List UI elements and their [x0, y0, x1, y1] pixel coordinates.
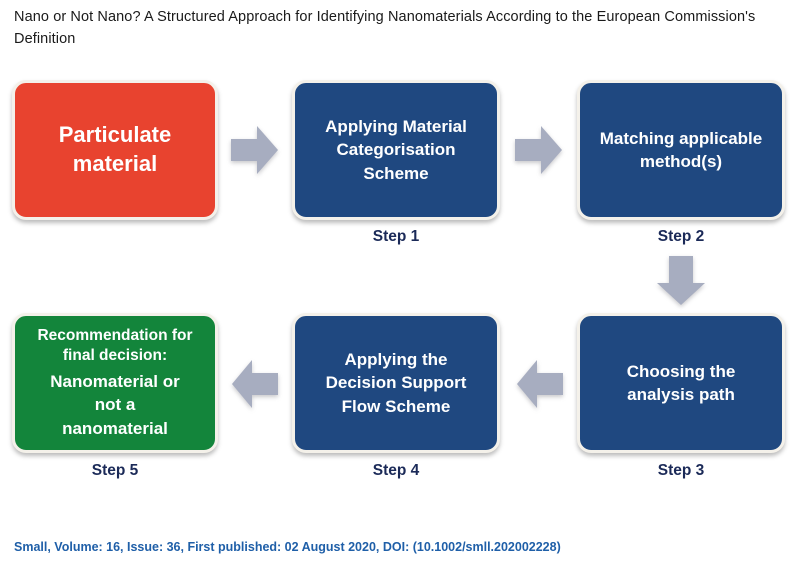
node-step1-line-3: Scheme	[363, 163, 429, 183]
node-step5-small-line-1: Recommendation for	[37, 326, 193, 344]
node-particulate-material: Particulate material	[12, 80, 218, 220]
figure-citation: Small, Volume: 16, Issue: 36, First publ…	[14, 540, 561, 554]
node-step1-line-2: Categorisation	[336, 140, 456, 160]
node-particulate-line-2: material	[72, 151, 158, 176]
node-step2: Matching applicable method(s)	[577, 80, 785, 220]
node-step5-large-line-1: Nanomaterial or	[50, 371, 180, 391]
arrow-step4-to-step5-icon	[232, 360, 278, 408]
arrow-step1-to-step2-icon	[515, 126, 562, 174]
node-particulate-line-1: Particulate	[58, 122, 172, 148]
node-step5-large-line-3: nanomaterial	[62, 418, 168, 438]
figure-title: Nano or Not Nano? A Structured Approach …	[14, 9, 756, 48]
node-step4-line-2: Decision Support	[325, 373, 467, 393]
node-step2-line-1: Matching applicable	[599, 128, 763, 148]
caption-step5: Step 5	[91, 462, 139, 479]
node-step3-line-1: Choosing the	[626, 361, 736, 381]
node-step4-line-1: Applying the	[344, 349, 448, 369]
caption-step2: Step 2	[657, 228, 705, 245]
caption-step1: Step 1	[372, 228, 420, 245]
node-step1-line-1: Applying Material	[325, 116, 467, 136]
node-step5-small-line-2: final decision:	[62, 346, 168, 364]
node-step4-line-3: Flow Scheme	[341, 396, 451, 416]
node-step5-large-line-2: not a	[94, 395, 136, 415]
node-step5: Recommendation for final decision: Nanom…	[12, 313, 218, 453]
node-step4: Applying the Decision Support Flow Schem…	[292, 313, 500, 453]
node-step3: Choosing the analysis path	[577, 313, 785, 453]
caption-step4: Step 4	[372, 462, 420, 479]
caption-step3: Step 3	[657, 462, 705, 479]
arrow-step2-to-step3-icon	[657, 256, 705, 305]
node-step1: Applying Material Categorisation Scheme	[292, 80, 500, 220]
arrow-step3-to-step4-icon	[517, 360, 563, 408]
node-step3-line-2: analysis path	[627, 385, 735, 404]
arrow-particulate-to-step1-icon	[231, 126, 278, 174]
node-step2-line-2: method(s)	[639, 152, 723, 171]
